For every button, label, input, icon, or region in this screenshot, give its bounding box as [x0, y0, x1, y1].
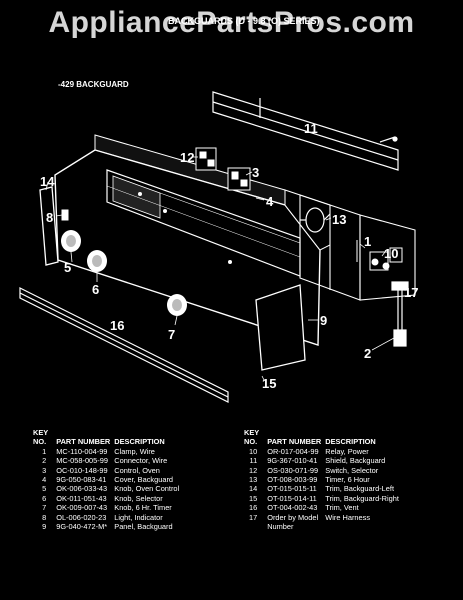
callout-14: 14 [40, 174, 55, 189]
description-header: DESCRIPTION [325, 437, 376, 447]
oven-control [227, 167, 251, 191]
callout-10: 10 [384, 246, 398, 261]
backguard-cover [54, 134, 331, 346]
callout-7: 7 [168, 327, 175, 342]
diagram-subtitle: -429 BACKGUARD [58, 80, 129, 89]
power-relay [356, 240, 403, 271]
callout-1: 1 [364, 234, 371, 249]
leader-lines [45, 156, 395, 381]
selector-switch [195, 147, 217, 171]
part-number-header: PART NUMBER [267, 437, 322, 447]
vent-trim [19, 287, 229, 403]
callout-15: 15 [262, 376, 276, 391]
selector-knob [87, 250, 107, 272]
callout-16: 16 [110, 318, 124, 333]
callout-17: 17 [404, 285, 418, 300]
callout-5: 5 [64, 260, 71, 275]
callout-13: 13 [332, 212, 346, 227]
part-number-header: PART NUMBER [56, 437, 111, 447]
backguard-trim-left [39, 186, 59, 266]
exploded-view-diagram: 14 8 5 6 7 16 12 3 4 11 13 1 10 17 2 9 1… [19, 91, 418, 403]
description-header: DESCRIPTION [114, 437, 165, 447]
callout-4: 4 [266, 194, 274, 209]
watermark: AppliancePartsPros.com [48, 6, 415, 39]
backguard-panel-right [255, 284, 306, 371]
rear-housing [299, 194, 416, 301]
diagram-title: BACKGUARDS (D - 9.8 (O) SERIES) [168, 16, 320, 26]
backguard-shield [212, 91, 399, 171]
callout-6: 6 [92, 282, 99, 297]
timer-knob [167, 294, 187, 316]
timer [300, 207, 331, 233]
callout-3: 3 [252, 165, 259, 180]
callout-8: 8 [46, 210, 53, 225]
wire-harness [391, 281, 409, 347]
callout-12: 12 [180, 150, 194, 165]
indicator-light [61, 209, 69, 221]
callout-11: 11 [304, 121, 318, 136]
callout-2: 2 [364, 346, 371, 361]
oven-control-knob [61, 230, 81, 252]
callout-9: 9 [320, 313, 327, 328]
